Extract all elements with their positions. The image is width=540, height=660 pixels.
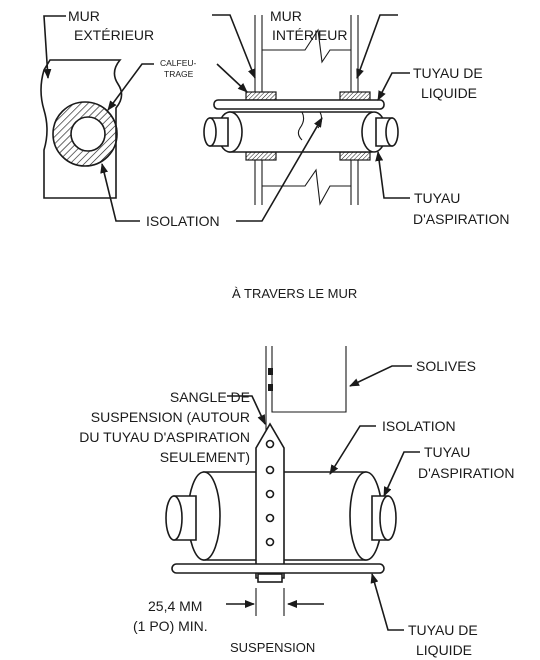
- label-mur-interieur-2: INTÉRIEUR: [272, 27, 347, 43]
- label-tuyau-liquide-top: TUYAU DE: [413, 65, 483, 81]
- caption-a-travers-le-mur: À TRAVERS LE MUR: [232, 286, 357, 301]
- exterior-wall-section: [40, 59, 123, 199]
- top-leaders: [43, 14, 410, 222]
- label-sangle-1: SANGLE DE: [170, 389, 250, 405]
- label-tuyau-liquide-bottom-2: LIQUIDE: [416, 642, 472, 658]
- suspension-section: [165, 346, 397, 583]
- label-sangle-2: SUSPENSION (AUTOUR: [91, 409, 250, 425]
- label-mur-interieur: MUR: [270, 8, 302, 24]
- label-mur-exterieur: MUR: [68, 8, 100, 24]
- label-dimension-1: 25,4 MM: [148, 598, 202, 614]
- label-calfeutrage-2: TRAGE: [164, 69, 194, 79]
- label-sangle-4: SEULEMENT): [160, 449, 250, 465]
- label-calfeutrage: CALFEU-: [160, 58, 197, 68]
- label-mur-exterieur-2: EXTÉRIEUR: [74, 27, 154, 43]
- label-tuyau-liquide-bottom: TUYAU DE: [408, 622, 478, 638]
- label-tuyau-aspiration-top-2: D'ASPIRATION: [413, 211, 510, 227]
- interior-wall-section: [203, 15, 399, 206]
- label-tuyau-aspiration-bottom: TUYAU: [424, 444, 470, 460]
- label-tuyau-aspiration-bottom-2: D'ASPIRATION: [418, 465, 515, 481]
- bottom-leaders: [226, 365, 420, 631]
- label-isolation-top: ISOLATION: [146, 213, 220, 229]
- caption-suspension: SUSPENSION: [230, 640, 315, 655]
- label-tuyau-liquide-top-2: LIQUIDE: [421, 85, 477, 101]
- label-sangle-3: DU TUYAU D'ASPIRATION: [79, 429, 250, 445]
- label-isolation-bottom: ISOLATION: [382, 418, 456, 434]
- label-dimension-2: (1 PO) MIN.: [133, 618, 208, 634]
- label-solives: SOLIVES: [416, 358, 476, 374]
- label-tuyau-aspiration-top: TUYAU: [414, 190, 460, 206]
